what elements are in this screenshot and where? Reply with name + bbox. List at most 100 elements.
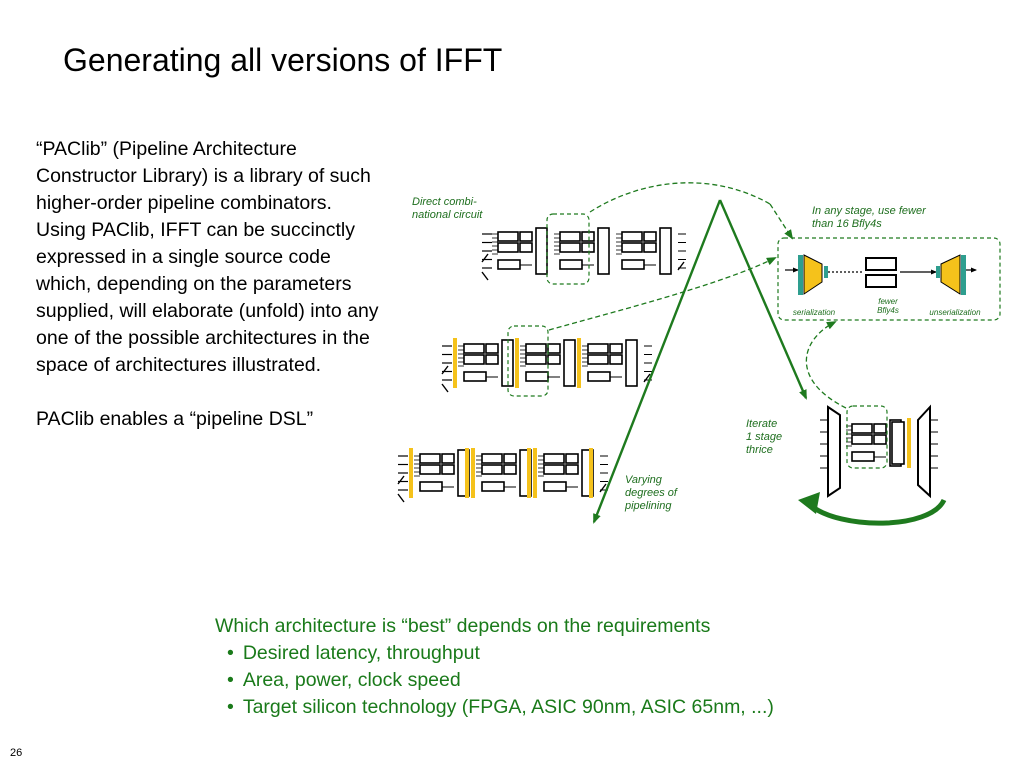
bfly4-block — [851, 451, 875, 462]
pipeline-register — [577, 338, 581, 388]
bfly4-block — [481, 481, 505, 492]
bfly4-block — [503, 464, 517, 475]
dashed-arrow — [589, 182, 771, 213]
label-unserialization: unserialization — [929, 308, 981, 317]
bfly4-block — [587, 354, 609, 365]
pipelining-axis-arrow — [592, 199, 722, 524]
output-wire — [643, 373, 651, 383]
permute-block — [625, 339, 638, 387]
bfly4-block — [565, 464, 579, 475]
bfly4-block — [581, 242, 595, 253]
output-wire — [677, 261, 685, 271]
input-wire — [481, 253, 489, 263]
pipeline-register — [527, 448, 531, 498]
bfly4-block — [503, 453, 517, 464]
partially-pipelined-architecture — [441, 338, 652, 393]
bfly4-block — [609, 354, 623, 365]
pipeline-register — [961, 255, 966, 295]
pipeline-register — [824, 266, 828, 278]
bfly4-block — [873, 434, 887, 445]
folded-architecture — [798, 404, 947, 526]
unserializer — [940, 254, 961, 295]
bfly4-block — [547, 354, 561, 365]
pipeline-register — [907, 418, 911, 468]
bfly4-block — [621, 242, 643, 253]
requirements-section: Which architecture is “best” depends on … — [215, 613, 774, 721]
requirements-list: Desired latency, throughput Area, power,… — [215, 640, 774, 721]
permute-block — [597, 227, 610, 275]
serialized-architecture — [785, 254, 977, 295]
requirement-item: Target silicon technology (FPGA, ASIC 90… — [227, 694, 774, 721]
bfly4-block — [621, 259, 645, 270]
slide-title: Generating all versions of IFFT — [63, 42, 503, 78]
bfly4-block — [519, 231, 533, 242]
bfly4-block — [463, 354, 485, 365]
bfly4-block — [559, 259, 583, 270]
bfly4-block — [587, 371, 611, 382]
bfly4-block — [497, 242, 519, 253]
label-fewer-stage: In any stage, use fewer than 16 Bfly4s — [812, 205, 926, 230]
pipeline-register — [798, 255, 803, 295]
label-combinational: Direct combi- national circuit — [412, 196, 483, 221]
input-mux — [827, 405, 841, 498]
bfly4-block — [525, 354, 547, 365]
feedback-arrow — [808, 498, 947, 526]
label-serialization: serialization — [792, 308, 836, 317]
serializer — [803, 254, 823, 295]
pipeline-dsl-note: PAClib enables a “pipeline DSL” — [36, 408, 314, 430]
bfly4-block — [559, 242, 581, 253]
bfly4-block — [519, 242, 533, 253]
bfly4-block — [587, 343, 609, 354]
pipeline-register — [453, 338, 457, 388]
dashed-arrow — [769, 203, 794, 240]
output-demux — [917, 404, 931, 499]
pipeline-register — [936, 266, 940, 278]
bfly4-block — [463, 371, 487, 382]
bfly4-block — [581, 231, 595, 242]
input-wire — [397, 475, 405, 485]
highlight-box — [777, 237, 1001, 321]
bfly4-block — [481, 453, 503, 464]
pipeline-register — [515, 338, 519, 388]
bfly4-block — [543, 464, 565, 475]
input-wire — [441, 365, 449, 375]
bfly4-block — [865, 257, 897, 271]
bfly4-block — [419, 464, 441, 475]
bfly4-block — [851, 423, 873, 434]
pipeline-register — [533, 448, 537, 498]
page-number: 26 — [10, 747, 23, 759]
bfly4-block — [547, 343, 561, 354]
paclib-description: “PAClib” (Pipeline Architecture Construc… — [36, 138, 379, 376]
permute-block — [891, 421, 905, 465]
bfly4-block — [565, 453, 579, 464]
label-iterate: Iterate 1 stage thrice — [746, 418, 783, 456]
bfly4-block — [441, 464, 455, 475]
permute-block — [535, 227, 548, 275]
bfly4-block — [419, 481, 443, 492]
dashed-arrow — [548, 257, 777, 331]
bfly4-block — [643, 231, 657, 242]
bfly4-block — [463, 343, 485, 354]
bfly4-block — [543, 453, 565, 464]
input-wire — [441, 383, 449, 393]
bfly4-block — [559, 231, 581, 242]
body-text: “PAClib” (Pipeline Architecture Construc… — [36, 136, 381, 460]
label-fewer-bfly: fewer Bfly4s — [877, 297, 899, 315]
bfly4-block — [643, 242, 657, 253]
bfly4-block — [525, 371, 549, 382]
bfly4-block — [441, 453, 455, 464]
connector-arrows — [507, 182, 1001, 524]
bfly4-block — [543, 481, 567, 492]
permute-block — [563, 339, 576, 387]
bfly4-block — [525, 343, 547, 354]
input-wire — [481, 271, 489, 281]
pipeline-register — [465, 448, 469, 498]
fully-pipelined-architecture — [397, 448, 608, 503]
permute-block — [659, 227, 672, 275]
bfly4-block — [621, 231, 643, 242]
pipeline-register — [589, 448, 593, 498]
label-pipelining: Varying degrees of pipelining — [625, 474, 677, 512]
bfly4-block — [419, 453, 441, 464]
bfly4-block — [873, 423, 887, 434]
